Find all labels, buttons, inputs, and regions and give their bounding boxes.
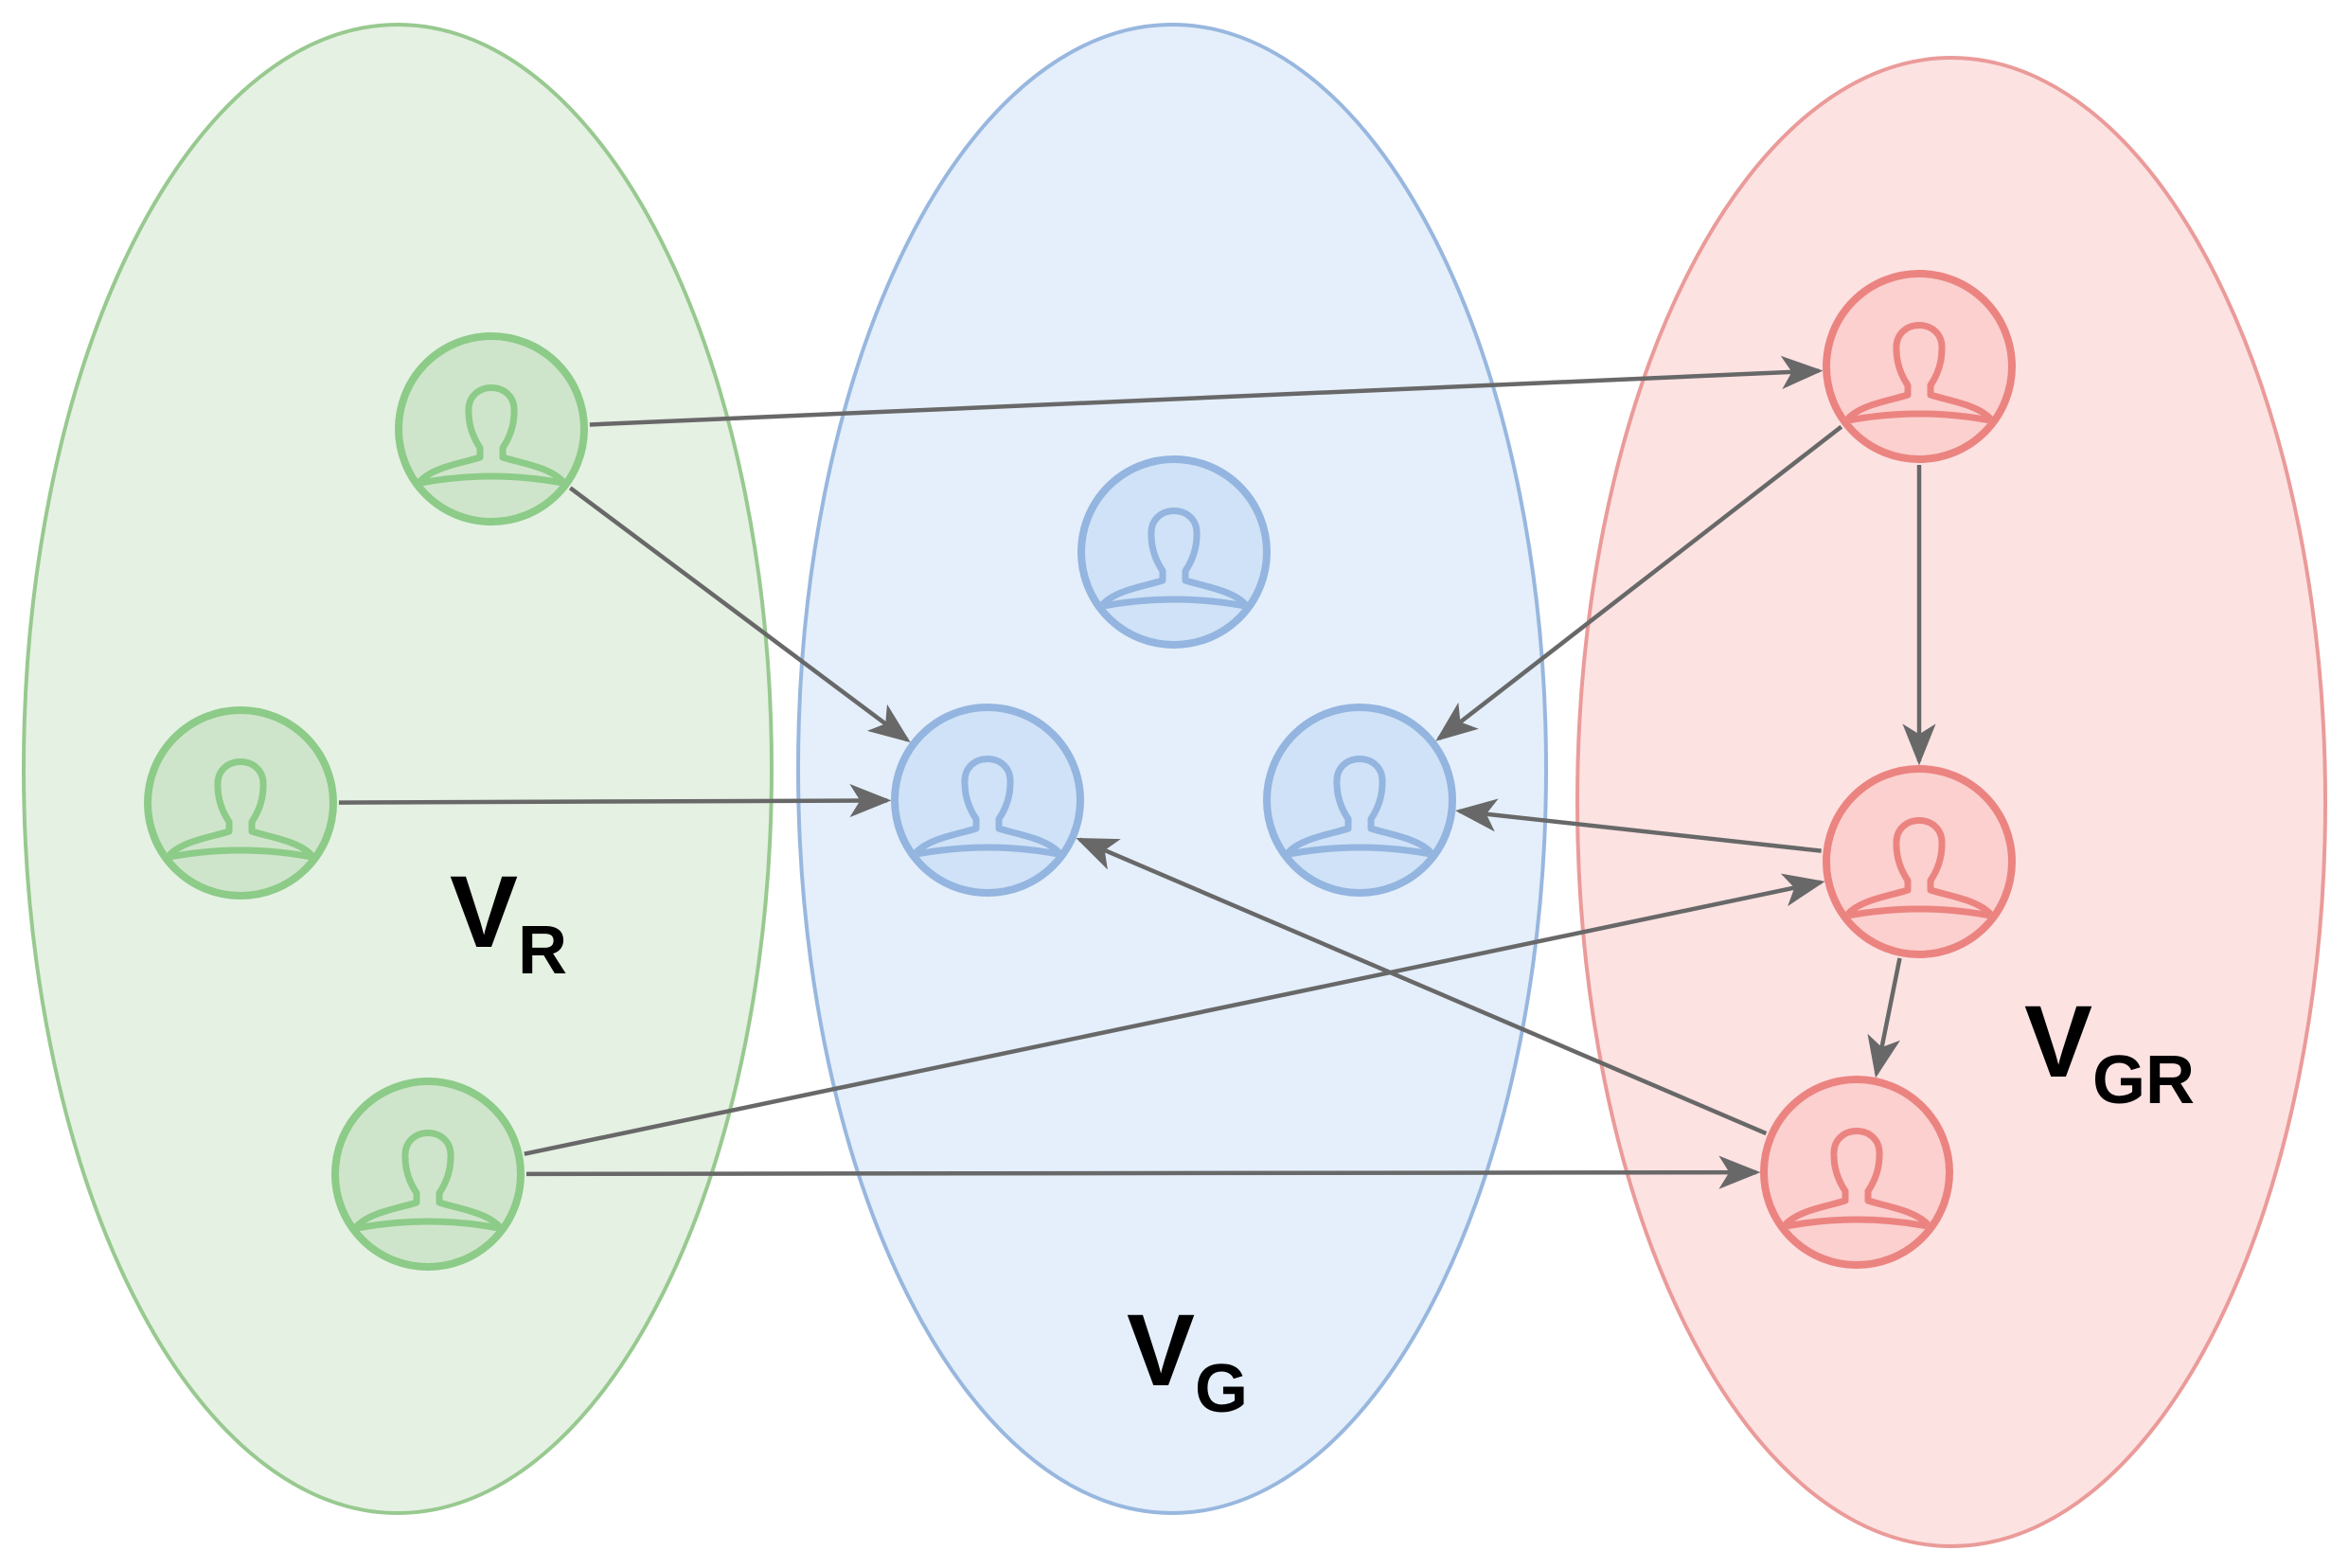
node-r3	[331, 1078, 525, 1271]
set-r-label: VR	[450, 854, 567, 989]
edge-r3-to-gr3	[525, 1155, 1761, 1189]
edges-layer	[338, 355, 1936, 1189]
node-circle	[891, 704, 1084, 897]
edge-gr2-to-gr3	[1867, 957, 1902, 1078]
user-icon	[1830, 322, 2008, 429]
user-icon	[1085, 508, 1263, 615]
edge-gr1-to-g3	[1435, 424, 1843, 741]
set-r-ellipse	[22, 23, 774, 1515]
user-icon	[899, 756, 1077, 863]
node-circle	[1823, 765, 2016, 958]
node-gr3	[1760, 1076, 1953, 1269]
node-r1	[395, 332, 588, 526]
node-circle	[395, 332, 588, 526]
set-g-ellipse	[796, 23, 1548, 1515]
edge-r2-to-g2	[338, 783, 892, 818]
node-circle	[144, 706, 337, 900]
node-g2	[891, 704, 1084, 897]
user-icon	[1768, 1128, 1946, 1235]
edge-r1-to-g2	[568, 486, 911, 743]
set-g-label: VG	[1127, 1292, 1248, 1427]
user-icon	[151, 758, 329, 865]
nodes-layer	[144, 270, 2016, 1271]
set-gr-label: VGR	[2024, 984, 2195, 1118]
user-icon	[402, 384, 580, 491]
edge-gr2-to-g3	[1454, 798, 1822, 853]
edge-r1-to-gr1	[589, 355, 1824, 427]
node-gr1	[1823, 270, 2016, 463]
user-icon	[339, 1130, 517, 1237]
node-r2	[144, 706, 337, 900]
node-circle	[1823, 270, 2016, 463]
node-circle	[1077, 455, 1271, 649]
user-icon	[1830, 817, 2008, 924]
node-g3	[1263, 704, 1456, 897]
node-circle	[1263, 704, 1456, 897]
node-circle	[331, 1078, 525, 1271]
node-circle	[1760, 1076, 1953, 1269]
edge-r3-to-gr2	[524, 873, 1825, 1156]
node-gr2	[1823, 765, 2016, 958]
node-g1	[1077, 455, 1271, 649]
user-icon	[1271, 756, 1449, 863]
edge-gr3-to-g2	[1076, 837, 1768, 1136]
